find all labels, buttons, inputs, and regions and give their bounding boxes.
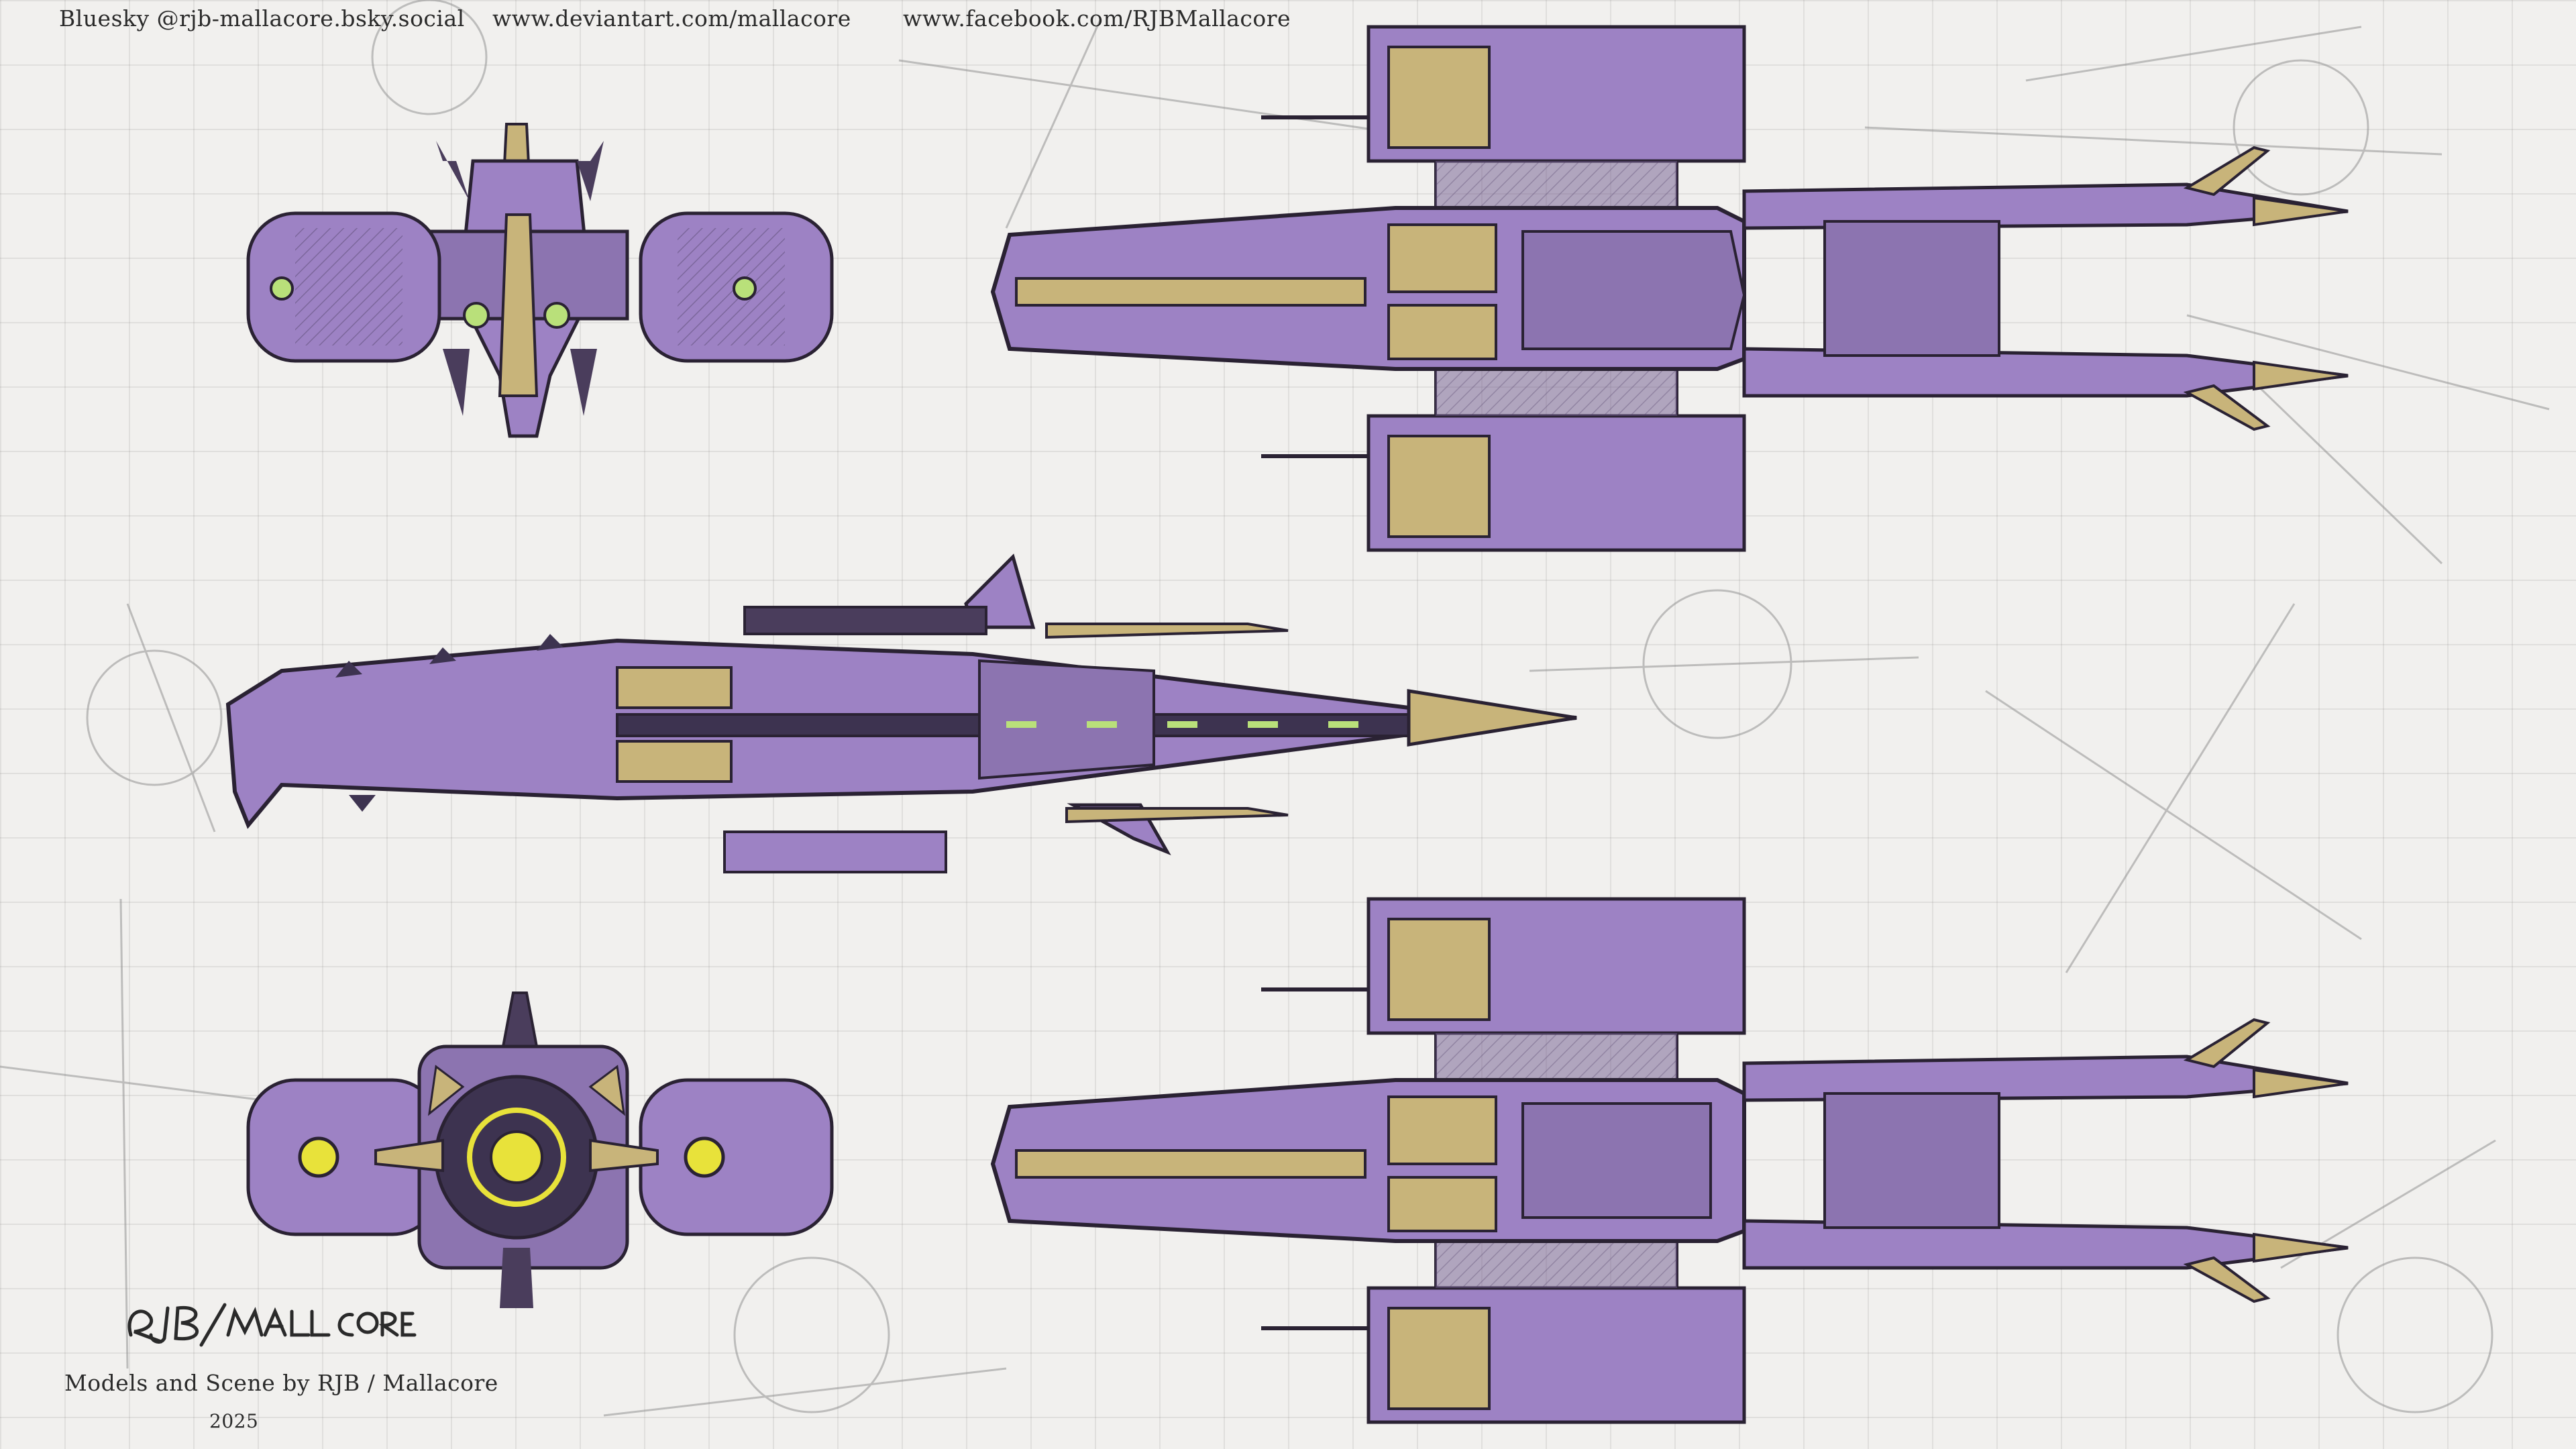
signature-icon bbox=[127, 1303, 417, 1347]
bluesky-link[interactable]: Bluesky @rjb-mallacore.bsky.social bbox=[59, 5, 465, 32]
ship-side-view-icon bbox=[225, 553, 1577, 873]
ship-front-view-icon bbox=[246, 123, 834, 438]
deviantart-link[interactable]: www.deviantart.com/mallacore bbox=[492, 5, 851, 32]
ship-bottom-view-icon bbox=[990, 897, 2349, 1424]
year-label: 2025 bbox=[209, 1410, 259, 1432]
ship-rear-view-icon bbox=[246, 991, 834, 1308]
facebook-link[interactable]: www.facebook.com/RJBMallacore bbox=[903, 5, 1291, 32]
models-credit: Models and Scene by RJB / Mallacore bbox=[64, 1370, 498, 1396]
ship-top-view-icon bbox=[990, 25, 2349, 552]
